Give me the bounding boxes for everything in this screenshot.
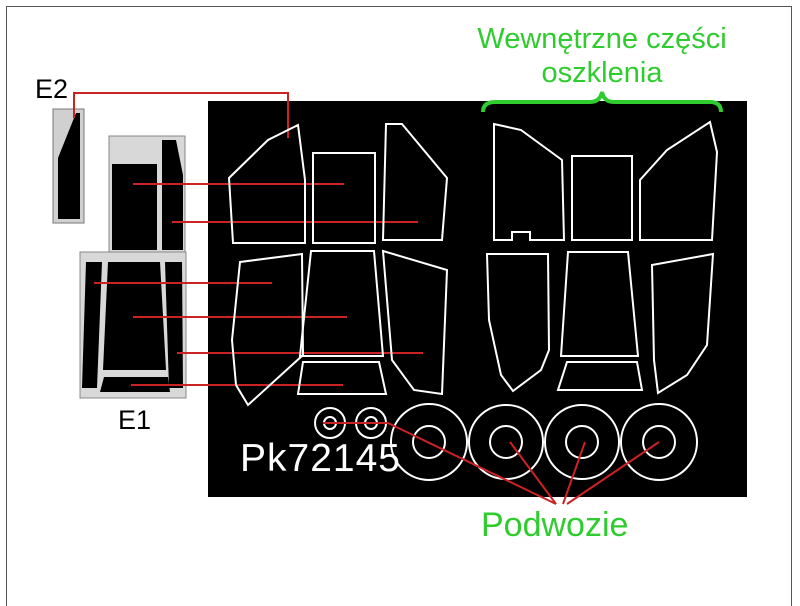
part-e2 xyxy=(52,108,85,224)
inner-glazing-title: Wewnętrzne części oszklenia xyxy=(444,22,760,90)
label-e1: E1 xyxy=(118,405,152,435)
inner-glazing-title-line2: oszklenia xyxy=(541,57,663,89)
inner-glazing-title-line1: Wewnętrzne części xyxy=(477,23,727,55)
canopy-outlines-right xyxy=(485,120,719,395)
border-frame xyxy=(6,6,792,606)
canopy-outlines-left xyxy=(227,123,449,407)
outline-left-lower-centre xyxy=(298,250,385,357)
outline-left-bottom xyxy=(296,361,388,395)
outline-right-centre-top xyxy=(571,155,633,241)
wheel-1-outer xyxy=(390,403,468,481)
leader-line-e2 xyxy=(73,92,289,138)
wheel-1-inner xyxy=(412,425,446,459)
landing-gear-label: Podwozie xyxy=(481,506,629,544)
outline-left-front xyxy=(227,123,306,244)
outline-right-lower-centre xyxy=(559,251,640,357)
outline-left-right xyxy=(381,123,449,241)
outline-left-centre-top xyxy=(312,152,376,244)
wheel-3-inner xyxy=(565,425,599,459)
mask-sheet xyxy=(208,101,747,497)
label-e2: E2 xyxy=(35,74,69,104)
outline-right-lower-right xyxy=(650,252,715,395)
outline-left-lower-left xyxy=(230,252,305,407)
inner-glazing-brace xyxy=(481,91,723,113)
part-e1-lower xyxy=(79,251,187,399)
outline-right-bottom xyxy=(556,361,644,391)
outline-right-left xyxy=(493,122,566,241)
large-wheel-masks xyxy=(390,403,698,481)
part-code: Pk72145 xyxy=(240,437,401,480)
outline-right-right xyxy=(639,120,719,241)
wheel-4-inner xyxy=(642,425,676,459)
part-e1-upper xyxy=(108,135,186,254)
wheel-4-outer xyxy=(620,403,698,481)
wheel-2-inner xyxy=(489,425,523,459)
leader-lines-podwozie xyxy=(323,422,660,505)
outline-left-lower-right xyxy=(381,249,449,396)
wheel-3-outer xyxy=(544,404,620,480)
outline-right-lower-left xyxy=(485,253,551,393)
